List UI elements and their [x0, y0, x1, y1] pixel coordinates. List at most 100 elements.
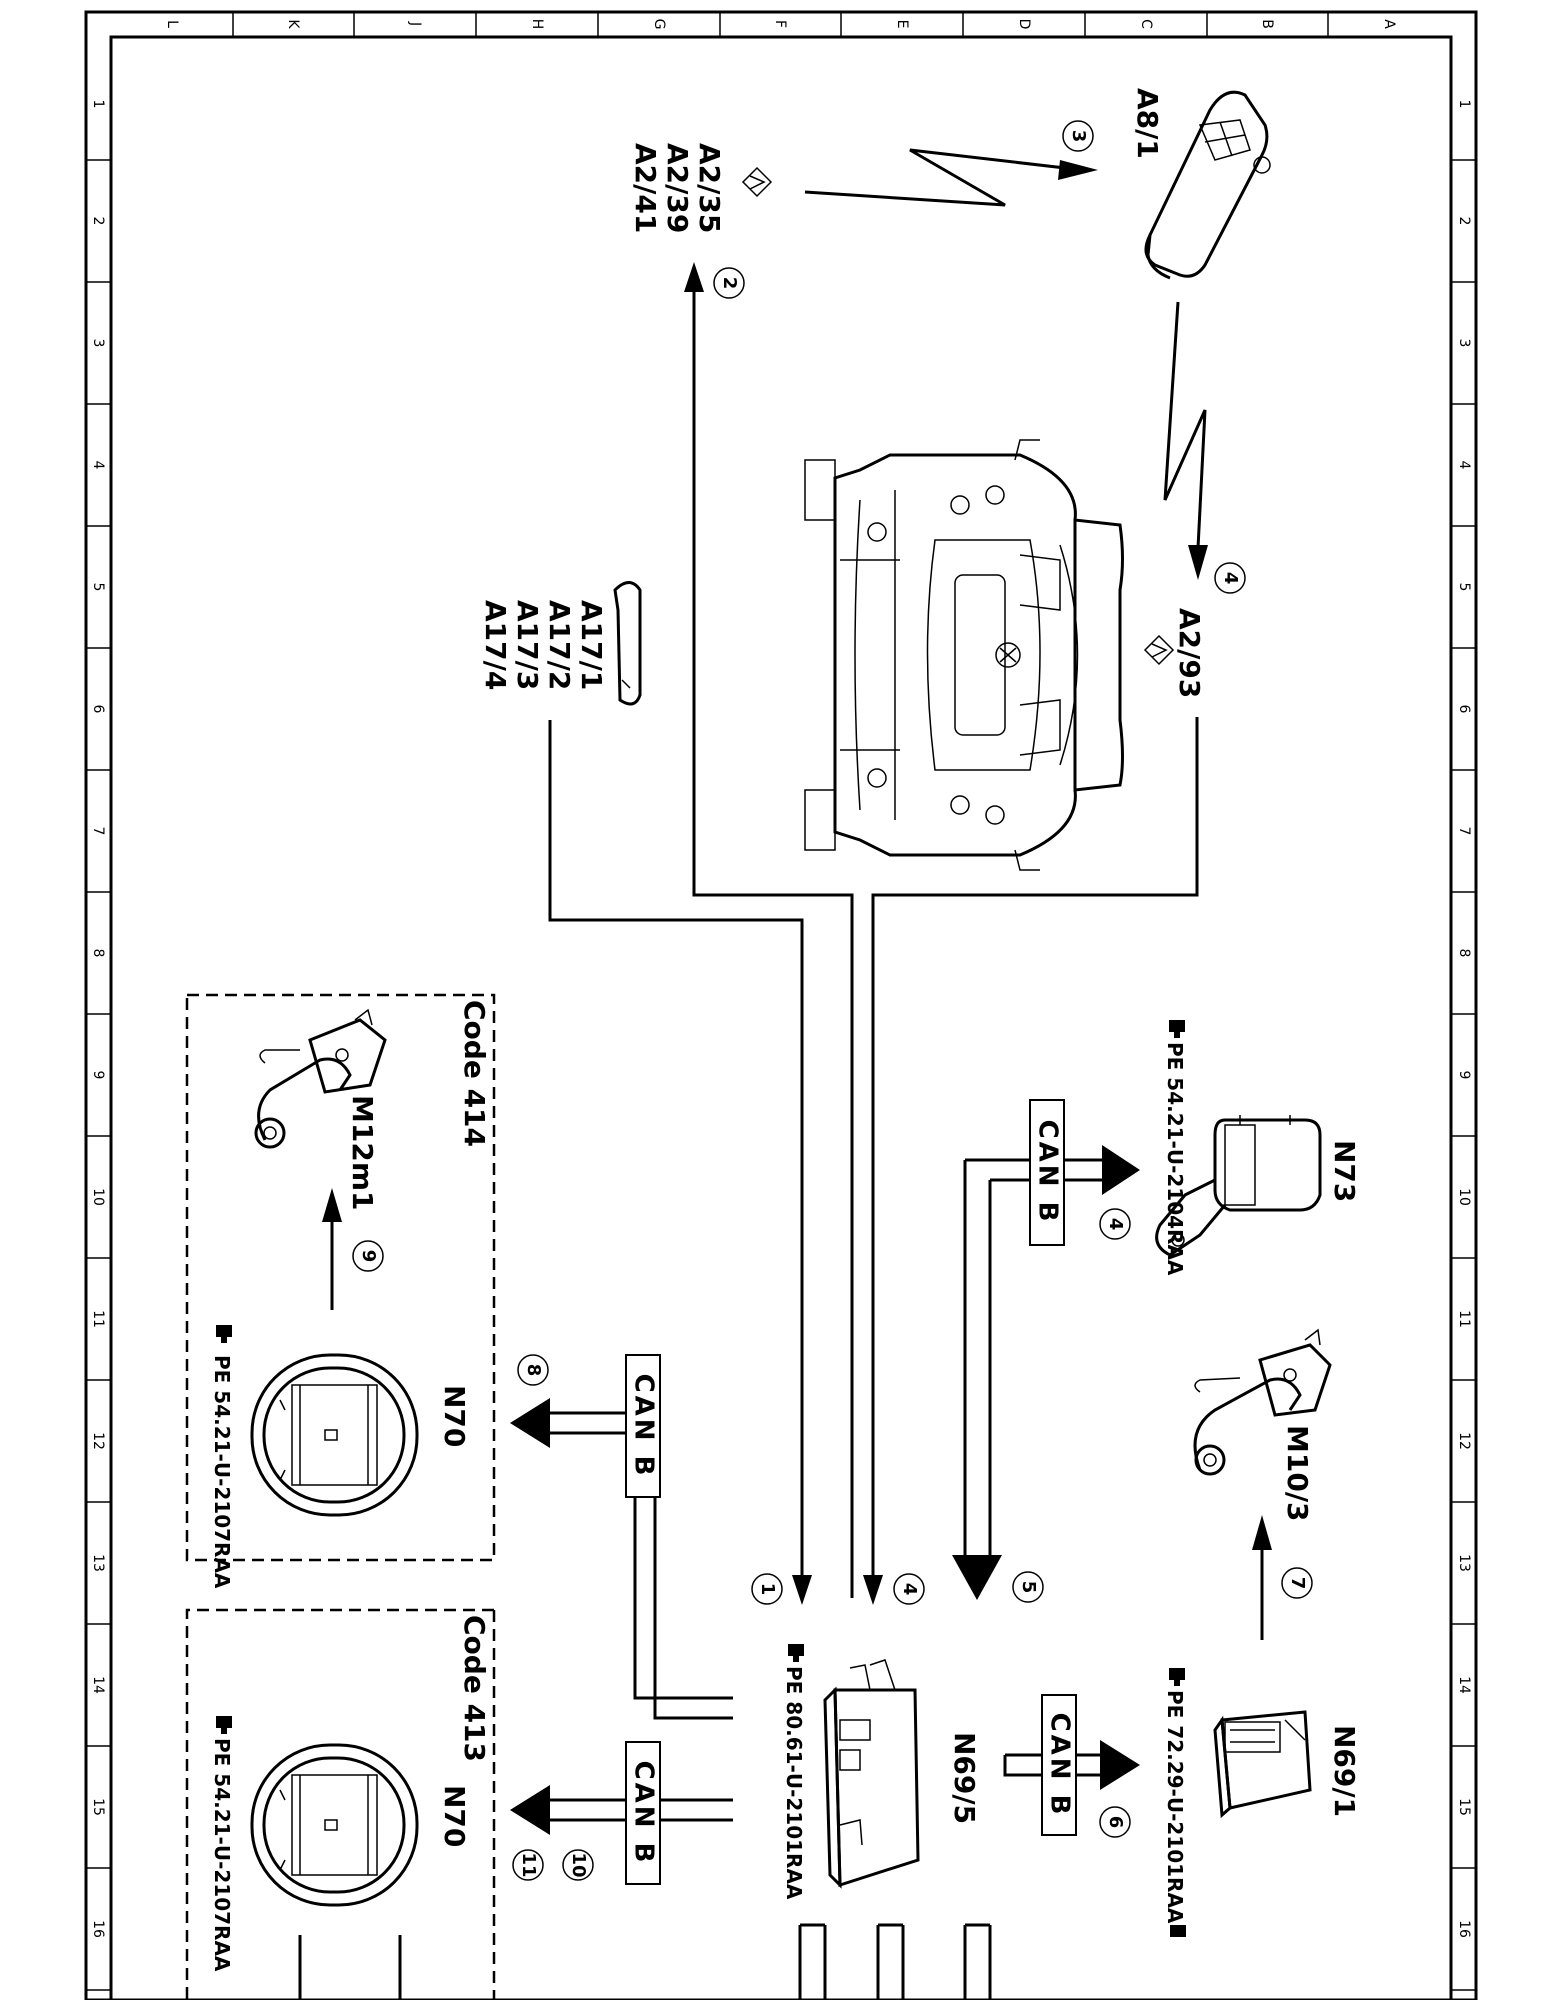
a17-2-label: A17/2 — [543, 600, 576, 690]
a2-41-label: A2/41 — [629, 143, 662, 233]
row-6-left: 6 — [90, 705, 106, 714]
signal-4-icon — [1163, 301, 1208, 580]
step-10-number: 10 — [568, 1852, 589, 1877]
col-H: H — [529, 19, 545, 30]
row-10-right: 10 — [1456, 1188, 1472, 1206]
step-6-number: 6 — [1105, 1816, 1126, 1829]
step-4-top-marker: 4 — [1214, 562, 1246, 594]
n70-bottom-reference: PE 54.21-U-2107RAA — [210, 1738, 234, 1972]
can-b-label-n69-1: CAN B — [1045, 1713, 1075, 1818]
a8-1-label: A8/1 — [1131, 88, 1164, 159]
row-9-left: 9 — [90, 1071, 106, 1080]
n69-5-module-icon — [823, 1659, 920, 1889]
row-2-left: 2 — [90, 217, 106, 226]
step-7-arrow — [1252, 1515, 1272, 1640]
a17-1-label: A17/1 — [575, 600, 608, 690]
a17-4-label: A17/4 — [479, 600, 512, 690]
a17-3-label: A17/3 — [511, 600, 544, 690]
step-11-marker: 11 — [512, 1849, 544, 1881]
col-E: E — [894, 20, 910, 29]
step-8-marker: 8 — [517, 1354, 549, 1386]
n73-label: N73 — [1328, 1140, 1361, 1202]
n70-top-label: N70 — [438, 1385, 471, 1447]
code-414-label: Code 414 — [458, 1000, 491, 1147]
n69-5-reference: PE 80.61-U-2101RAA — [782, 1666, 806, 1900]
n70-bottom-panel-icon — [250, 1743, 419, 1907]
step-10-marker: 10 — [562, 1849, 594, 1881]
wiring-lines — [548, 262, 1199, 1605]
column-ruler: L K J H G F E D C B A — [111, 12, 1451, 39]
row-3-left: 3 — [90, 339, 106, 348]
step-11-number: 11 — [518, 1852, 539, 1877]
row-15-left: 15 — [90, 1798, 106, 1816]
col-A: A — [1381, 19, 1397, 29]
row-4-left: 4 — [90, 461, 106, 470]
col-G: G — [651, 19, 667, 30]
n70-top-panel-icon — [250, 1353, 419, 1517]
n69-1-label: N69/1 — [1328, 1725, 1361, 1817]
row-5-left: 5 — [90, 583, 106, 592]
row-14-right: 14 — [1456, 1676, 1472, 1694]
step-2-marker: 2 — [713, 267, 745, 299]
step-9-number: 9 — [358, 1250, 379, 1263]
row-15-right: 15 — [1456, 1798, 1472, 1816]
col-F: F — [772, 20, 788, 28]
can-b-bus-n73 — [952, 1145, 1140, 1600]
hand-pointer-icon-n69-5 — [788, 1644, 804, 1662]
can-b-bus-n70-top — [510, 1398, 733, 1720]
step-8-number: 8 — [523, 1364, 544, 1377]
n70-bottom-label: N70 — [438, 1785, 471, 1847]
m12m1-label: M12m1 — [346, 1095, 379, 1211]
row-13-right: 13 — [1456, 1554, 1472, 1572]
diagram-frame — [84, 10, 1478, 2002]
step-5-number: 5 — [1018, 1581, 1039, 1594]
bottom-continuations — [298, 1923, 1186, 2000]
car-icon — [804, 439, 1124, 871]
row-8-left: 8 — [90, 949, 106, 958]
row-6-right: 6 — [1456, 705, 1472, 714]
row-1-right: 1 — [1456, 100, 1472, 109]
step-6-marker: 6 — [1099, 1806, 1131, 1838]
step-7-number: 7 — [1287, 1577, 1308, 1590]
a2-39-label: A2/39 — [661, 143, 694, 233]
step-2-number: 2 — [719, 277, 740, 290]
code-413-box — [185, 1608, 496, 2000]
row-12-left: 12 — [90, 1432, 106, 1450]
step-3-number: 3 — [1068, 130, 1089, 143]
hand-pointer-icon — [1169, 1020, 1185, 1038]
col-D: D — [1016, 19, 1032, 30]
motor-m10-3-icon — [1193, 1328, 1332, 1476]
row-ruler-left: 1 2 3 4 5 6 7 8 9 10 11 12 13 14 15 16 — [86, 100, 111, 1991]
row-10-left: 10 — [90, 1188, 106, 1206]
motor-m12m1-icon — [254, 1008, 387, 1149]
hand-pointer-icon-n70-bottom — [216, 1716, 232, 1734]
n69-1-module-icon — [1213, 1710, 1312, 1819]
key-transmitter-icon — [1144, 90, 1271, 280]
step-1-number: 1 — [757, 1583, 778, 1596]
ignition-switch-icon — [1155, 1115, 1322, 1257]
can-b-bus-n70-bottom — [510, 1785, 733, 1835]
a2-35-label: A2/35 — [693, 143, 726, 233]
can-b-box-n70-bottom: CAN B — [625, 1741, 661, 1885]
step-4-top-number: 4 — [1220, 572, 1241, 585]
a2-93-label: A2/93 — [1173, 608, 1206, 698]
col-C: C — [1138, 19, 1154, 29]
row-8-right: 8 — [1456, 949, 1472, 958]
row-11-left: 11 — [90, 1310, 106, 1328]
row-11-right: 11 — [1456, 1310, 1472, 1328]
row-13-left: 13 — [90, 1554, 106, 1572]
row-2-right: 2 — [1456, 217, 1472, 226]
antenna-symbol-icon — [741, 166, 773, 198]
step-9-marker: 9 — [352, 1240, 384, 1272]
col-K: K — [285, 19, 301, 29]
step-9-arrow — [322, 1188, 342, 1310]
step-4-n69-number: 4 — [899, 1583, 920, 1596]
row-5-right: 5 — [1456, 583, 1472, 592]
step-1-marker: 1 — [751, 1573, 783, 1605]
row-16-right: 16 — [1456, 1920, 1472, 1938]
hand-pointer-icon-n70-top — [216, 1325, 232, 1343]
col-B: B — [1259, 19, 1275, 29]
step-3-marker: 3 — [1062, 120, 1094, 152]
step-7-marker: 7 — [1281, 1567, 1313, 1599]
